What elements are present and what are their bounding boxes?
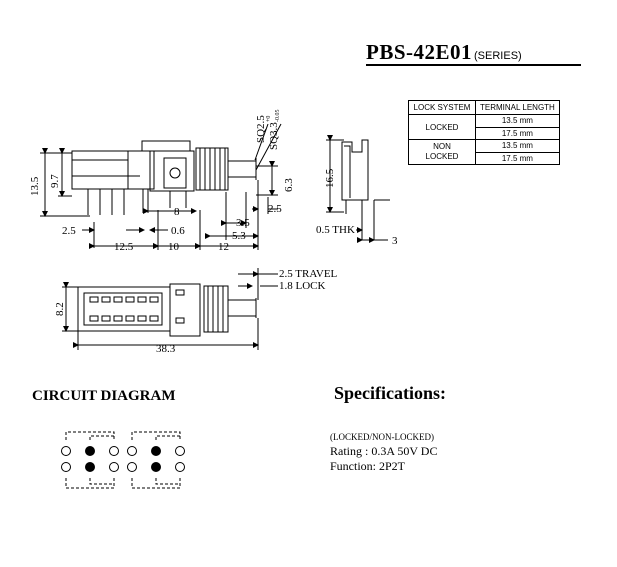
dim-2-5-right: 2.5 bbox=[268, 203, 282, 215]
side-view-labels: 13.5 9.7 SQ2.5 SQ3.3 +0 -0.05 6.3 8 0.6 … bbox=[29, 110, 295, 254]
specifications-heading: Specifications: bbox=[334, 383, 446, 403]
top-spring-coil bbox=[203, 285, 229, 333]
dim-16-5: 16.5 bbox=[324, 168, 336, 188]
specifications-text: (LOCKED/NON-LOCKED) Rating : 0.3A 50V DC… bbox=[330, 432, 437, 473]
common-terminal bbox=[85, 446, 95, 456]
dim-9-7: 9.7 bbox=[49, 174, 61, 188]
dim-10: 10 bbox=[168, 241, 180, 253]
dim-8-2: 8.2 bbox=[54, 302, 66, 316]
model-title: PBS-42E01 bbox=[366, 40, 473, 64]
table-cell-non-locked-line2: LOCKED bbox=[425, 152, 459, 161]
title-block: PBS-42E01(SERIES) bbox=[366, 40, 581, 66]
dim-12: 12 bbox=[218, 241, 229, 253]
travel-label: 2.5 TRAVEL bbox=[279, 268, 338, 280]
shaft bbox=[227, 160, 257, 178]
end-view bbox=[326, 135, 390, 243]
dim-38-3: 38.3 bbox=[156, 343, 176, 355]
dim-3-5: 3.5 bbox=[236, 217, 250, 229]
dim-sq3-3-lower-tol: -0.05 bbox=[275, 110, 281, 123]
top-housing bbox=[141, 140, 191, 151]
dim-8: 8 bbox=[174, 206, 180, 218]
terminal bbox=[175, 462, 185, 472]
spec-line-function: Function: 2P2T bbox=[330, 459, 406, 473]
end-view-labels: 16.5 0.5 THK 3 bbox=[316, 168, 398, 247]
common-terminal bbox=[151, 446, 161, 456]
slider-frame bbox=[149, 150, 195, 192]
top-view-labels: 2.5 TRAVEL 1.8 LOCK 8.2 38.3 bbox=[54, 268, 338, 355]
dim-3: 3 bbox=[392, 235, 398, 247]
spring-coil bbox=[195, 147, 229, 191]
dim-5-3: 5.3 bbox=[232, 230, 246, 242]
dim-0-6: 0.6 bbox=[171, 225, 185, 237]
dim-sq2-5: SQ2.5 bbox=[255, 115, 267, 143]
common-terminal bbox=[85, 462, 95, 472]
dim-12-5: 12.5 bbox=[114, 241, 134, 253]
top-view bbox=[62, 268, 278, 350]
terminal bbox=[61, 462, 71, 472]
dim-13-5: 13.5 bbox=[29, 176, 41, 196]
dim-6-3: 6.3 bbox=[283, 178, 295, 192]
terminal bbox=[61, 446, 71, 456]
top-view-body bbox=[77, 286, 171, 332]
dim-sq3-3: SQ3.3 bbox=[268, 122, 280, 150]
table-header-terminal-length: TERMINAL LENGTH bbox=[475, 100, 560, 115]
table-cell-length: 17.5 mm bbox=[475, 151, 560, 165]
spec-line-rating: Rating : 0.3A 50V DC bbox=[330, 444, 437, 458]
terminal bbox=[109, 462, 119, 472]
side-view bbox=[40, 123, 282, 250]
terminal bbox=[175, 446, 185, 456]
common-terminal bbox=[151, 462, 161, 472]
circuit-diagram bbox=[61, 431, 185, 489]
circuit-diagram-heading: CIRCUIT DIAGRAM bbox=[32, 388, 175, 404]
spec-line-locking: (LOCKED/NON-LOCKED) bbox=[330, 432, 434, 442]
dim-2-5-left: 2.5 bbox=[62, 225, 76, 237]
lock-label: 1.8 LOCK bbox=[279, 280, 326, 292]
switch-body-outline bbox=[71, 150, 155, 190]
terminal bbox=[127, 446, 137, 456]
contact-slots bbox=[89, 296, 159, 322]
dim-sq3-3-upper-tol: +0 bbox=[266, 116, 272, 122]
terminal bbox=[109, 446, 119, 456]
table-cell-non-locked-line1: NON bbox=[433, 142, 451, 151]
terminal-length-table: LOCK SYSTEM TERMINAL LENGTH LOCKED 13.5 … bbox=[408, 100, 560, 165]
terminal bbox=[127, 462, 137, 472]
series-label: (SERIES) bbox=[474, 50, 522, 62]
dim-0-5-thk: 0.5 THK bbox=[316, 224, 355, 236]
